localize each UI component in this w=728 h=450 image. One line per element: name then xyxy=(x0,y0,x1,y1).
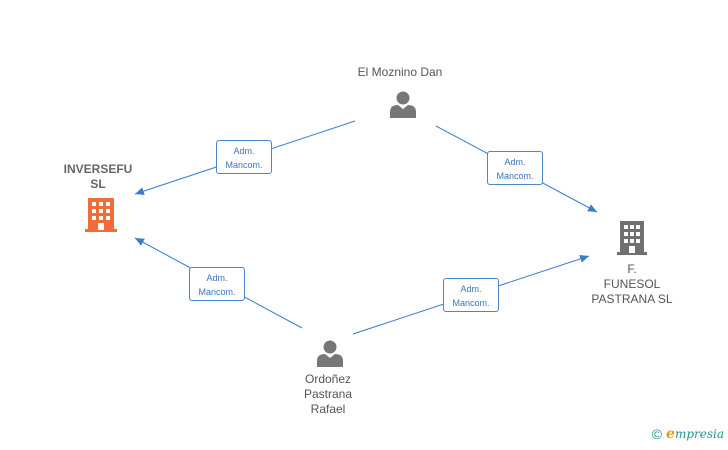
building-icon[interactable] xyxy=(617,220,647,256)
edge-label-moznino-funesol: Adm. Mancom. xyxy=(487,151,543,185)
node-label-inversefu[interactable]: INVERSEFU SL xyxy=(63,162,133,191)
edge-label-ordonez-funesol: Adm. Mancom. xyxy=(443,278,499,312)
person-icon[interactable] xyxy=(389,90,417,118)
person-icon[interactable] xyxy=(316,339,344,367)
building-icon[interactable] xyxy=(85,197,117,233)
empresia-watermark: © empresia xyxy=(652,426,724,442)
edge-label-ordonez-inversefu: Adm. Mancom. xyxy=(189,267,245,301)
copyright-symbol: © xyxy=(651,426,663,442)
node-label-ordonez[interactable]: Ordoñez Pastrana Rafael xyxy=(303,372,353,416)
node-label-funesol[interactable]: F. FUNESOL PASTRANA SL xyxy=(591,262,673,306)
edge-label-moznino-inversefu: Adm. Mancom. xyxy=(216,140,272,174)
brand-logo: empresia xyxy=(666,426,724,442)
node-label-moznino[interactable]: El Moznino Dan xyxy=(357,65,443,79)
